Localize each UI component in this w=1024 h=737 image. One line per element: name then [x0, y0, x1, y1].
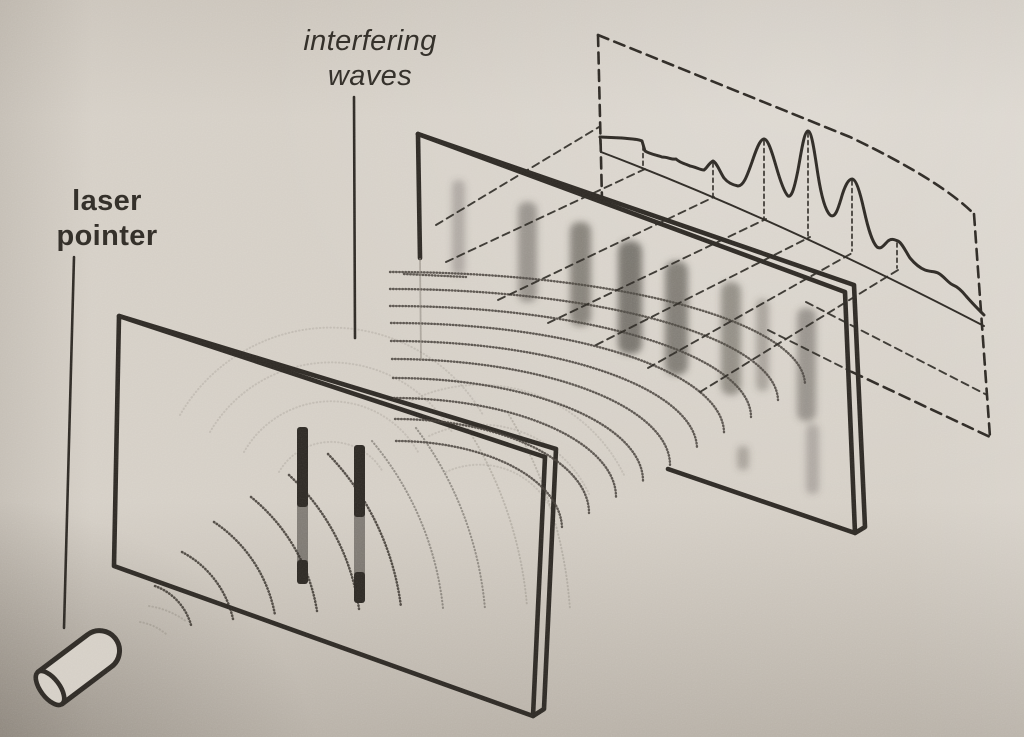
interfering-waves-label-line2: waves [327, 60, 413, 93]
laser-pointer-label-line2: pointer [56, 220, 158, 253]
interfering-waves-label: interfering waves [250, 24, 490, 95]
laser-pointer-label: laser pointer [18, 184, 196, 255]
laser-pointer-label-line1: laser [72, 185, 142, 217]
interfering-waves-label-line1: interfering [303, 25, 437, 57]
